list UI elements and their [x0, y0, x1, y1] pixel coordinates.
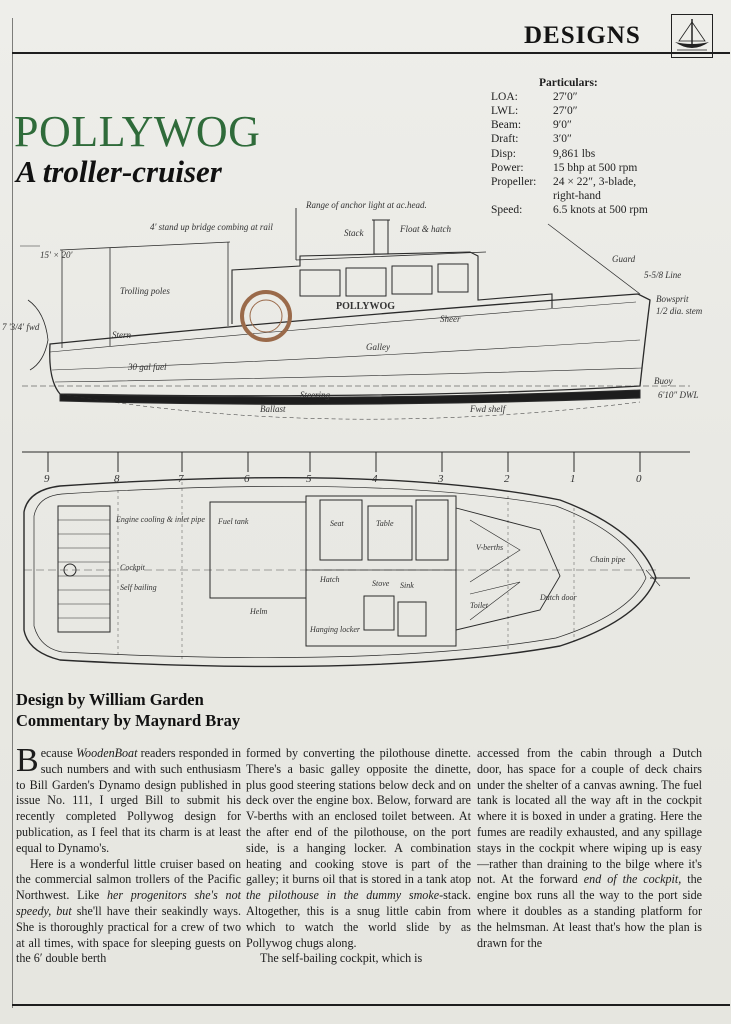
body-text-italic: her progenitors she's not speedy, but — [16, 888, 241, 918]
body-text: The self-bailing cockpit, which is — [260, 951, 423, 966]
profile-note: Fwd shelf — [469, 404, 507, 414]
profile-note: Buoy — [654, 376, 673, 386]
spec-value: 9,861 lbs — [553, 148, 596, 160]
body-column-2: formed by converting the pilothouse dine… — [246, 746, 471, 1000]
station-number: 7 — [178, 473, 184, 485]
plan-note: Seat — [330, 519, 345, 528]
plan-note: Toilet — [470, 601, 489, 610]
plan-note: Engine cooling & inlet pipe — [115, 515, 205, 524]
plan-note: Self bailing — [120, 583, 157, 592]
body-text: formed by converting the pilothouse dine… — [246, 746, 471, 887]
spec-label: Propeller: — [491, 176, 537, 188]
body-text: stack. Altogether, this is a snug little… — [246, 888, 471, 950]
profile-note: Range of anchor light at ac.head. — [305, 200, 427, 210]
body-text: accessed from the cabin through a Dutch … — [477, 746, 702, 887]
article-subtitle: A troller-cruiser — [16, 154, 222, 189]
body-text: readers responded in such numbers and wi… — [16, 746, 241, 855]
spec-label: Speed: — [491, 204, 523, 216]
article-title: POLLYWOG — [14, 107, 261, 156]
design-credit: Design by William Garden — [16, 690, 204, 709]
body-text: the engine box runs all the way to the p… — [477, 872, 702, 950]
station-number: 2 — [504, 473, 510, 485]
profile-note: Bowsprit — [656, 294, 689, 304]
plan-note: Table — [376, 519, 394, 528]
spec-label: Power: — [491, 162, 524, 174]
profile-note: Guard — [612, 254, 636, 264]
spec-value: 15 bhp at 500 rpm — [553, 162, 638, 174]
spec-label: LOA: — [491, 91, 518, 103]
profile-note: 1/2 dia. stem — [656, 306, 703, 316]
profile-note: 15' × 20' — [40, 250, 73, 260]
profile-note: Trolling poles — [120, 286, 170, 296]
profile-note: 4' stand up bridge combing at rail — [150, 222, 273, 232]
boat-name-label: POLLYWOG — [336, 301, 395, 312]
plan-note: Chain pipe — [590, 555, 626, 564]
spec-value: 9′0″ — [553, 119, 572, 131]
plan-note: Stove — [372, 579, 390, 588]
spec-value: 27′0″ — [553, 91, 578, 103]
viking-ship-logo-icon — [671, 14, 713, 58]
plan-note: Dutch door — [539, 593, 578, 602]
body-paragraph: The self-bailing cockpit, which is — [246, 951, 471, 967]
page-margin-line — [12, 18, 13, 1008]
spec-label: LWL: — [491, 105, 519, 117]
body-text-italic: end of the cockpit, — [583, 872, 682, 887]
station-number: 1 — [570, 473, 576, 485]
profile-note: Galley — [366, 342, 390, 352]
section-label: DESIGNS — [524, 22, 641, 49]
plan-note: Helm — [249, 607, 268, 616]
header-rule — [12, 52, 730, 54]
body-paragraph: Here is a wonderful little cruiser based… — [16, 857, 241, 968]
profile-note: Ballast — [260, 404, 286, 414]
station-number: 4 — [372, 473, 378, 485]
profile-note: Float & hatch — [399, 224, 451, 234]
profile-note: 30 gal fuel — [127, 362, 167, 372]
body-text: ecause — [40, 746, 77, 760]
profile-note: Stack — [344, 228, 364, 238]
drop-cap: B — [16, 746, 39, 779]
plan-note: Hatch — [319, 575, 340, 584]
station-number: 8 — [114, 473, 120, 485]
profile-note: 5-5/8 Line — [644, 270, 681, 280]
station-number: 5 — [306, 473, 312, 485]
body-text-italic: the pilothouse in the dummy smoke- — [246, 888, 444, 903]
plan-note: V-berths — [476, 543, 503, 552]
body-text: Here is a wonderful little cruiser based… — [16, 856, 241, 903]
body-paragraph: accessed from the cabin through a Dutch … — [477, 746, 702, 951]
particulars-heading: Particulars: — [539, 77, 598, 89]
station-number: 3 — [437, 473, 444, 485]
spec-value: 3′0″ — [553, 133, 572, 145]
plan-note: Sink — [400, 581, 414, 590]
body-column-3: accessed from the cabin through a Dutch … — [477, 746, 702, 1000]
footer-rule — [12, 1004, 730, 1006]
body-paragraph: formed by converting the pilothouse dine… — [246, 746, 471, 951]
profile-note: Sheer — [440, 314, 461, 324]
spec-label: Disp: — [491, 148, 516, 160]
plan-note: Fuel tank — [217, 517, 249, 526]
body-text: she'll have their seakindly ways. She is… — [16, 903, 241, 966]
plan-note: Cockpit — [120, 563, 146, 572]
station-number: 6 — [244, 473, 250, 485]
spec-value: 6.5 knots at 500 rpm — [553, 204, 648, 216]
spec-label: Draft: — [491, 133, 519, 145]
station-number: 0 — [636, 473, 642, 485]
plan-note: Hanging locker — [309, 625, 361, 634]
spec-value: 24 × 22″, 3-blade, right-hand — [553, 176, 637, 203]
boat-design-drawing: POLLYWOG Range of anchor light at ac.hea… — [2, 200, 703, 668]
profile-note: 6'10" DWL — [658, 390, 698, 400]
profile-note: Stern — [112, 330, 131, 340]
profile-note: Steering — [300, 390, 330, 400]
station-number: 9 — [44, 473, 50, 485]
profile-note: 7 '3/4' fwd — [2, 322, 40, 332]
commentary-credit: Commentary by Maynard Bray — [16, 711, 241, 730]
article-credits: Design by William Garden Commentary by M… — [16, 689, 240, 731]
spec-value: 27′0″ — [553, 105, 578, 117]
spec-label: Beam: — [491, 119, 522, 131]
magazine-name: WoodenBoat — [76, 746, 138, 760]
